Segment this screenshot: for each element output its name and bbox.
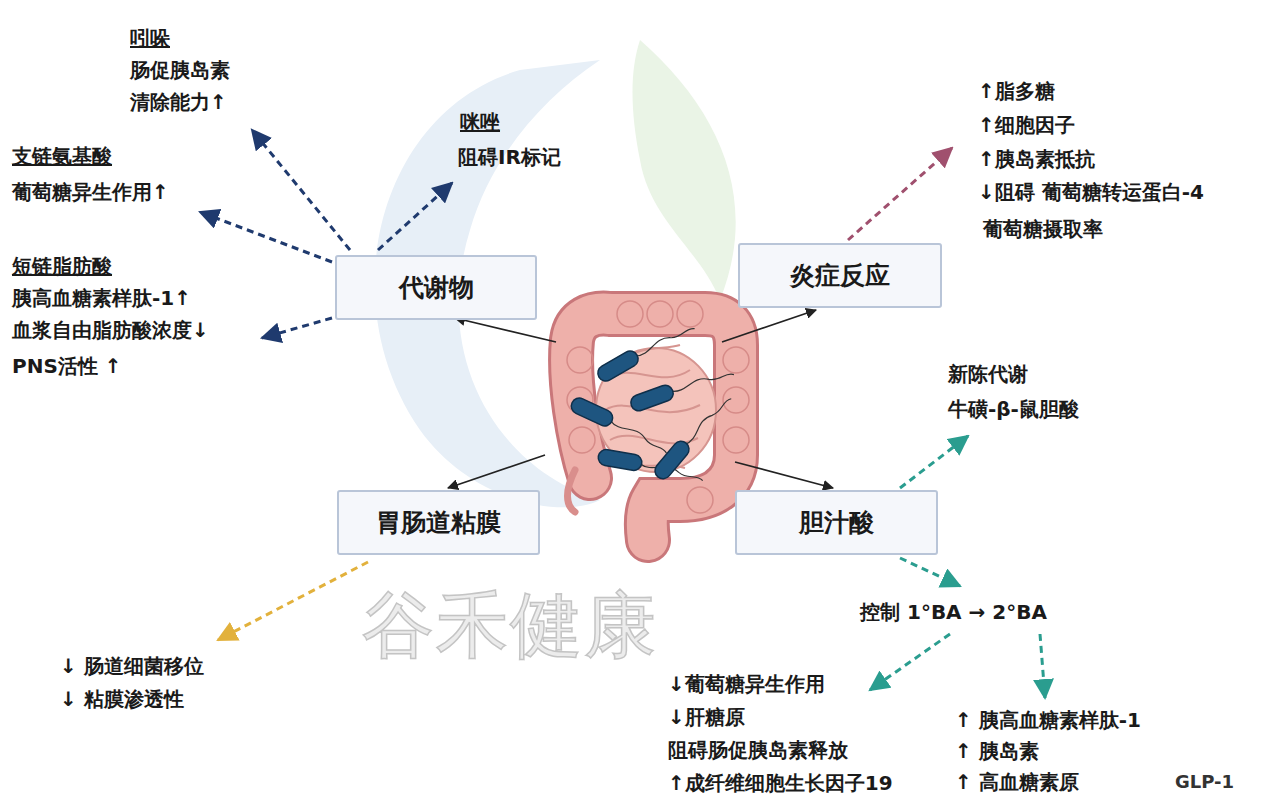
- annotation-text: PNS活性 ↑: [12, 354, 122, 379]
- annotation-text: 牛磺-β-鼠胆酸: [948, 397, 1079, 422]
- pointer-arrow: [900, 436, 968, 488]
- bacterium-body: [652, 438, 693, 482]
- annotation-text: ↑ 高血糖素原: [955, 770, 1079, 795]
- haustra: [723, 427, 749, 453]
- annotation-text: 血浆自由脂肪酸浓度↓: [12, 318, 209, 343]
- logo-leaf: [633, 40, 736, 300]
- pointer-arrow: [455, 318, 556, 342]
- flagellum: [608, 419, 670, 453]
- pointer-arrow: [378, 183, 452, 250]
- box-label: 胃肠道粘膜: [376, 508, 501, 538]
- pointer-arrow: [200, 212, 332, 262]
- annotation-text: 吲哚: [130, 26, 170, 51]
- pointer-arrow: [448, 455, 545, 488]
- haustra: [647, 301, 673, 327]
- haustra: [723, 347, 749, 373]
- flagellum: [670, 368, 734, 397]
- pointer-arrow: [722, 310, 816, 342]
- pointer-arrow: [870, 634, 950, 690]
- annotation-text: 葡萄糖摄取率: [983, 217, 1103, 242]
- annotation-text: GLP-1: [1175, 771, 1234, 794]
- pointer-arrow: [252, 130, 350, 250]
- bacterium-body: [597, 448, 643, 471]
- pointer-arrow: [1040, 634, 1045, 698]
- annotation-text: 清除能力↑: [130, 90, 227, 115]
- haustra: [567, 347, 593, 373]
- colon: [571, 314, 736, 540]
- pointer-arrow: [218, 562, 368, 640]
- annotation-text: 葡萄糖异生作用↑: [12, 180, 169, 205]
- annotation-text: 咪唑: [460, 110, 500, 135]
- annotation-text: 肠促胰岛素: [130, 58, 230, 83]
- haustra: [677, 301, 703, 327]
- category-box: 胆汁酸: [735, 490, 938, 555]
- annotation-text: ↓ 粘膜渗透性: [60, 687, 184, 712]
- haustra: [617, 301, 643, 327]
- flagellum: [635, 322, 695, 361]
- pointer-arrow: [262, 318, 332, 338]
- annotation-text: ↓肝糖原: [668, 705, 745, 730]
- annotation-text: ↓阻碍 葡萄糖转运蛋白-4: [978, 180, 1204, 205]
- annotation-text: ↓ 肠道细菌移位: [60, 654, 204, 679]
- bacterium: [597, 448, 705, 482]
- annotation-text: 阻碍IR标记: [458, 145, 561, 170]
- appendix: [568, 470, 576, 512]
- annotation-text: 新陈代谢: [948, 362, 1028, 387]
- bacterium-body: [595, 348, 641, 384]
- intestine-drawing: [567, 301, 749, 540]
- pointer-arrow: [848, 148, 952, 240]
- bacterium: [652, 390, 733, 482]
- category-box: 炎症反应: [738, 243, 942, 308]
- haustra: [723, 387, 749, 413]
- annotation-text: ↑细胞因子: [978, 113, 1075, 138]
- box-label: 炎症反应: [790, 261, 890, 291]
- category-box: 代谢物: [335, 255, 537, 320]
- annotation-text: ↓葡萄糖异生作用: [668, 672, 825, 697]
- box-label: 代谢物: [399, 273, 474, 303]
- annotation-text: 阻碍肠促胰岛素释放: [668, 738, 848, 763]
- annotation-text: ↑ 胰岛素: [955, 739, 1039, 764]
- bacterium-body: [629, 383, 676, 413]
- bacterium: [629, 361, 735, 413]
- annotation-text: ↑脂多糖: [978, 79, 1055, 104]
- bacterium-body: [569, 395, 616, 428]
- flagellum: [684, 394, 731, 449]
- annotation-text: 胰高血糖素样肽-1↑: [12, 286, 191, 311]
- annotation-text: ↑ 胰高血糖素样肽-1: [955, 708, 1141, 733]
- pointer-arrow: [735, 462, 833, 488]
- watermark: 谷禾健康: [362, 580, 658, 670]
- annotation-text: 支链氨基酸: [12, 144, 112, 169]
- colon-outline: [571, 314, 736, 540]
- annotation-text: ↑胰岛素抵抗: [978, 147, 1095, 172]
- annotation-text: ↑成纤维细胞生长因子19: [668, 771, 893, 796]
- box-label: 胆汁酸: [799, 508, 874, 538]
- pointer-arrow: [900, 558, 960, 586]
- annotation-text: 控制 1°BA → 2°BA: [860, 600, 1047, 625]
- haustra: [687, 487, 713, 513]
- bacterium: [595, 317, 696, 384]
- annotation-text: 短链脂肪酸: [12, 254, 112, 279]
- category-box: 胃肠道粘膜: [337, 490, 540, 555]
- haustra: [569, 427, 595, 453]
